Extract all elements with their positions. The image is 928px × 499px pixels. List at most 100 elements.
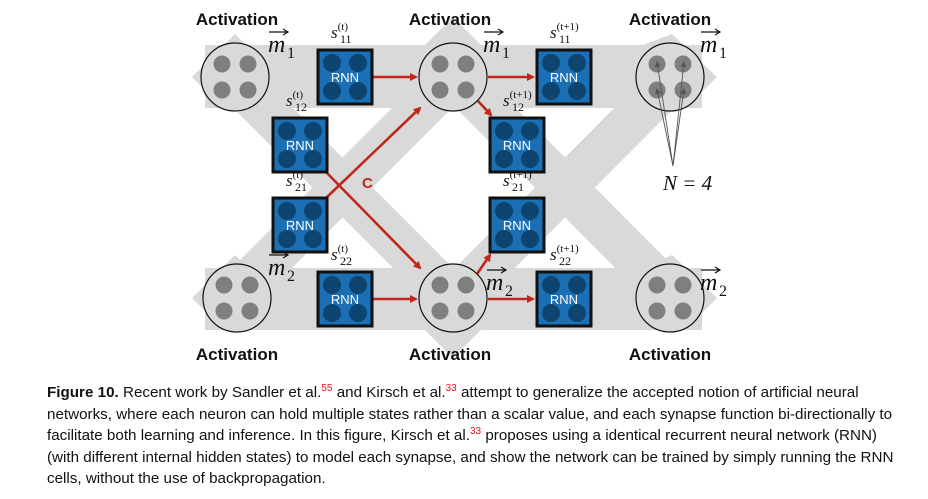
svg-text:m: m bbox=[268, 32, 285, 58]
vector-arrowhead-icon bbox=[714, 28, 722, 36]
rnn-label: RNN bbox=[503, 218, 531, 233]
neuron-state-dot bbox=[215, 276, 233, 294]
neuron-state-dot bbox=[457, 55, 475, 73]
neuron-state-dot bbox=[213, 81, 231, 99]
arrow-s21-to-m1 bbox=[325, 106, 422, 199]
rnn-cell-s11_t1: RNN s(t+1)11 bbox=[535, 21, 593, 106]
neuron-state-dot bbox=[215, 302, 233, 320]
rnn-state-dot bbox=[568, 276, 586, 294]
rnn-label: RNN bbox=[331, 292, 359, 307]
arrow-s12-to-m2 bbox=[325, 171, 422, 270]
neuron-state-dot bbox=[457, 81, 475, 99]
mid-top-tip bbox=[425, 17, 481, 45]
neuron-activation bbox=[635, 42, 705, 112]
rnn-state-dot bbox=[542, 304, 560, 322]
rnn-state-dot bbox=[304, 202, 322, 220]
rnn-state-dot bbox=[278, 150, 296, 168]
citation-link[interactable]: 55 bbox=[321, 383, 333, 394]
rnn-label: RNN bbox=[550, 292, 578, 307]
citation-link[interactable]: 33 bbox=[469, 426, 482, 437]
n-pointer-lines bbox=[654, 61, 687, 167]
rnn-cell-s12_t1: RNN s(t+1)12 bbox=[488, 89, 546, 174]
synapse-state-label: s(t+1) bbox=[503, 89, 532, 110]
rnn-state-dot bbox=[495, 230, 513, 248]
rnn-state-dot bbox=[495, 150, 513, 168]
synapse-state-subscript: 12 bbox=[512, 100, 524, 114]
citation-link[interactable]: 33 bbox=[445, 383, 457, 394]
rnn-state-dot bbox=[568, 304, 586, 322]
pointer-line bbox=[672, 61, 687, 167]
neuron-state-dot bbox=[239, 81, 257, 99]
rnn-label: RNN bbox=[550, 70, 578, 85]
neuron-circle bbox=[418, 42, 488, 112]
caption-figure-label: Figure 10. bbox=[47, 384, 119, 401]
rnn-label: RNN bbox=[331, 70, 359, 85]
neuron-state-dot bbox=[431, 276, 449, 294]
synapse-state-subscript: 21 bbox=[512, 180, 524, 194]
neuron-circle bbox=[635, 263, 705, 333]
synapse-state-subscript: 12 bbox=[295, 100, 307, 114]
activation-label: Activation bbox=[409, 10, 491, 29]
synapse-state-subscript: 21 bbox=[295, 180, 307, 194]
connection-arrows bbox=[325, 73, 535, 303]
neuron-circle bbox=[200, 42, 270, 112]
svg-text:m: m bbox=[268, 255, 285, 281]
svg-text:1: 1 bbox=[287, 45, 295, 62]
center-diamond bbox=[398, 130, 512, 244]
rnn-label: RNN bbox=[286, 218, 314, 233]
rnn-state-dot bbox=[495, 122, 513, 140]
rnn-state-dot bbox=[323, 82, 341, 100]
rnn-state-dot bbox=[542, 82, 560, 100]
activation-label: Activation bbox=[409, 345, 491, 364]
cutout-1 bbox=[325, 108, 365, 128]
rnn-state-dot bbox=[521, 230, 539, 248]
rnn-state-dot bbox=[304, 150, 322, 168]
neuron-activation bbox=[418, 42, 488, 112]
svg-text:2: 2 bbox=[287, 268, 295, 285]
neuron-state-dot bbox=[648, 276, 666, 294]
rnn-state-dot bbox=[304, 122, 322, 140]
synapse-state-label: s(t) bbox=[331, 243, 348, 264]
pointer-line bbox=[672, 88, 687, 167]
synapse-state-subscript: 11 bbox=[559, 32, 571, 46]
neuron-state-dot bbox=[457, 302, 475, 320]
rnn-state-dot bbox=[521, 122, 539, 140]
rnn-state-dot bbox=[521, 202, 539, 220]
rnn-label: RNN bbox=[503, 138, 531, 153]
n-equals-4-label: N = 4 bbox=[662, 171, 713, 195]
cutout-3 bbox=[315, 238, 375, 268]
synapse-state-label: s(t+1) bbox=[550, 21, 579, 42]
synapse-state-label: s(t) bbox=[286, 89, 303, 110]
mid-bottom-tip bbox=[425, 330, 481, 358]
neuron-activation bbox=[635, 263, 705, 333]
svg-text:1: 1 bbox=[502, 45, 510, 62]
svg-text:m: m bbox=[700, 32, 717, 58]
neuron-circle bbox=[202, 263, 272, 333]
rnn-state-dot bbox=[323, 54, 341, 72]
rnn-state-dot bbox=[278, 230, 296, 248]
cutout-2 bbox=[545, 108, 585, 128]
svg-text:m: m bbox=[700, 270, 717, 296]
rnn-state-dot bbox=[542, 54, 560, 72]
neuron-activation bbox=[202, 263, 272, 333]
caption-text: Recent work by Sandler et al. bbox=[118, 384, 322, 401]
neuron-activation bbox=[200, 42, 270, 112]
svg-text:m: m bbox=[486, 270, 503, 296]
pointer-line bbox=[655, 88, 674, 167]
rnn-state-dot bbox=[349, 82, 367, 100]
figure-diagram: Activation Activation Activation Activat… bbox=[192, 10, 727, 364]
white-cutouts bbox=[315, 108, 595, 268]
svg-text:2: 2 bbox=[719, 283, 727, 300]
neuron-circle bbox=[635, 42, 705, 112]
vector-arrowhead-icon bbox=[282, 28, 290, 36]
vector-arrowhead-icon bbox=[497, 28, 505, 36]
